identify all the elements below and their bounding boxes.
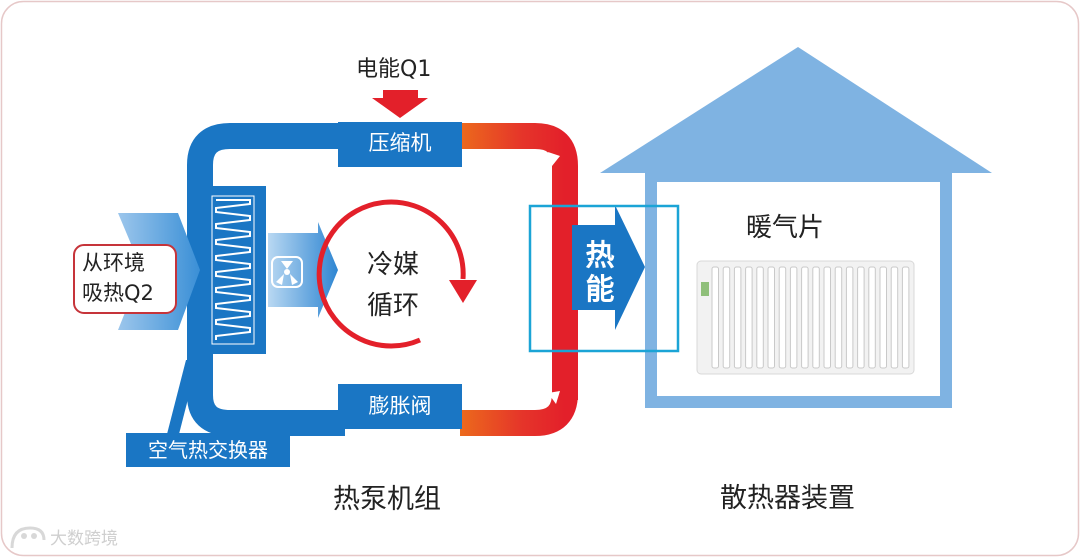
circulation-arrow-icon	[316, 199, 477, 349]
refrigerant-loop	[187, 123, 578, 436]
radiator-fin	[868, 266, 876, 369]
air-heat-exchanger	[200, 186, 266, 354]
electric-input-arrow-icon	[372, 90, 428, 118]
compressor-box	[338, 122, 462, 167]
heat-dissipation-device-label: 散热器装置	[720, 483, 855, 514]
heat-energy-label: 热 能	[580, 238, 620, 306]
ambient-label-box	[73, 244, 177, 314]
flow-arrow-icon	[548, 391, 560, 404]
heat-char-2: 能	[585, 272, 615, 306]
exchanger-label-box	[126, 433, 290, 467]
radiator-fin	[722, 266, 731, 369]
radiator-fin	[834, 266, 843, 369]
radiator-fin	[890, 266, 899, 369]
flow-direction-arrows	[230, 150, 560, 404]
radiator-fin	[789, 266, 798, 369]
radiator-fin	[857, 266, 865, 369]
radiator-label: 暖气片	[746, 213, 825, 243]
compressor-label: 压缩机	[368, 131, 432, 155]
radiator-fin	[778, 266, 787, 369]
heat-energy-arrow-icon	[572, 205, 645, 330]
watermark-text: 大数跨境	[50, 529, 118, 549]
radiator-fin	[711, 266, 719, 369]
ambient-label-line2: 吸热Q2	[82, 281, 154, 305]
expansion-valve-label: 膨胀阀	[368, 394, 432, 418]
ambient-label-line1: 从环境	[82, 251, 145, 275]
exchanger-pointer	[166, 360, 198, 438]
refrigerant-label-line2: 循环	[367, 291, 420, 321]
heat-highlight-box	[528, 204, 680, 353]
radiator-fin	[733, 266, 742, 369]
air-heat-exchanger-label: 空气热交换器	[148, 438, 268, 462]
radiator-fin	[879, 266, 887, 369]
flow-arrow-icon	[548, 152, 560, 166]
fan-icon	[271, 256, 303, 288]
radiator-fin	[767, 266, 775, 369]
radiator-fin	[745, 266, 753, 369]
radiator-fin	[845, 266, 854, 369]
radiator-fin	[801, 266, 809, 369]
heat-char-1: 热	[585, 238, 615, 272]
watermark-logo-icon	[10, 526, 46, 549]
radiator-fin	[823, 266, 831, 369]
house-shape	[600, 47, 992, 408]
radiator-fin	[756, 266, 764, 369]
heat-pump-unit-label: 热泵机组	[333, 484, 441, 515]
expansion-valve-box	[338, 384, 462, 429]
refrigerant-label-line1: 冷媒	[367, 250, 420, 280]
electric-energy-label: 电能Q1	[356, 57, 432, 82]
radiator-fin	[812, 266, 820, 369]
coil-path	[215, 199, 251, 340]
flow-arrow-icon	[232, 388, 244, 402]
radiator-icon	[696, 260, 915, 375]
radiator-fin	[901, 266, 910, 369]
